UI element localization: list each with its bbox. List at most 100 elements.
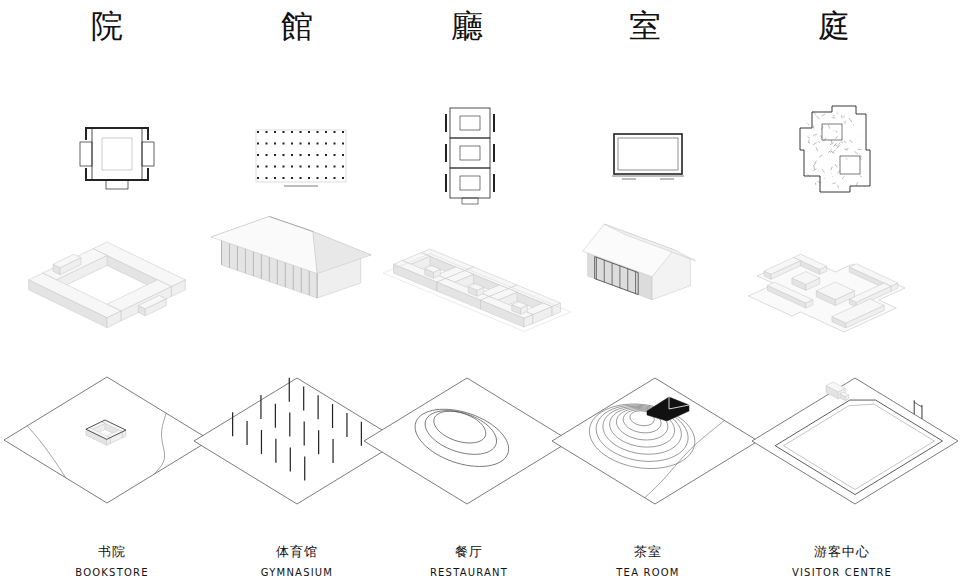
model-roof (604, 224, 695, 261)
floor-plans (80, 106, 870, 204)
site-plate (552, 378, 758, 504)
plan-hatch (822, 169, 825, 173)
column-dot (317, 131, 319, 133)
column-dot (291, 166, 293, 168)
site-building (647, 397, 689, 421)
building-name-en: GYMNASIUM (261, 567, 333, 578)
column-dot (342, 143, 344, 145)
plan-wing (142, 142, 154, 166)
column-dot (342, 177, 344, 179)
column-dot (274, 143, 276, 145)
plan-hatch (849, 140, 852, 142)
model-column (269, 256, 270, 282)
plan-module (450, 168, 490, 198)
plan-hatch (860, 176, 862, 177)
model-wing (832, 299, 884, 323)
seal-character: 廳 (451, 9, 483, 44)
axonometric-models (29, 217, 905, 333)
column-dot (266, 154, 268, 156)
column-dot (274, 177, 276, 179)
plan-hatch (833, 130, 835, 131)
building-name-zh: 体育馆 (276, 545, 318, 559)
model-mullion (635, 272, 636, 294)
column-dot (283, 131, 285, 133)
plan-hatch (841, 115, 843, 118)
building-name-zh: 游客中心 (814, 545, 870, 559)
column-dot (334, 143, 336, 145)
plan-step (660, 179, 674, 180)
plan-wall (445, 144, 447, 162)
site-plate (752, 378, 958, 504)
plan-hatch (819, 155, 822, 157)
site-post (304, 456, 305, 480)
model-column (253, 250, 254, 276)
plan-step (622, 179, 636, 180)
model-wing (437, 279, 489, 301)
plan-hatch (833, 115, 835, 116)
model-pavilion (425, 266, 441, 273)
model-mullion (596, 257, 597, 279)
column-dot (266, 131, 268, 133)
plan-hatch (834, 143, 837, 146)
site-boundary (783, 404, 934, 489)
plan-hatch (823, 178, 825, 180)
model-wing (481, 297, 533, 319)
column-dot (334, 154, 336, 156)
column-dot (274, 131, 276, 133)
plan-hatch (837, 113, 838, 114)
column-dot (300, 131, 302, 133)
model-wing (29, 273, 121, 318)
column-dot (257, 131, 259, 133)
site-post (232, 412, 233, 436)
column-dot (342, 154, 344, 156)
tearoom-model (583, 224, 696, 300)
column-dot (300, 154, 302, 156)
plan-courtyard (102, 138, 132, 170)
column-dot (300, 166, 302, 168)
plan-hatch (815, 161, 817, 163)
site-plate (364, 378, 570, 504)
building-name-en: BOOKSTORE (75, 567, 148, 578)
building-name-en: TEA ROOM (616, 567, 679, 578)
plan-hatch (822, 114, 826, 116)
site-post (260, 395, 261, 419)
plan-hatch (835, 136, 838, 138)
plan-hatch (807, 123, 809, 125)
plan-hatch (846, 158, 848, 159)
gymnasium-site (233, 378, 362, 481)
plan-hatch (831, 140, 832, 143)
site-plate (364, 378, 570, 504)
model-column (245, 247, 246, 273)
plan-hatch (813, 134, 817, 136)
restaurant-plan (446, 108, 494, 204)
plan-wall (445, 114, 447, 132)
plan-hatch (828, 149, 831, 152)
plan-hatch (860, 136, 861, 137)
plan-hatch (831, 173, 832, 174)
building-name-zh: 茶室 (634, 545, 662, 559)
column-dot (325, 166, 327, 168)
model-base (748, 256, 905, 332)
plan-module (450, 108, 490, 138)
plan-hatch (833, 182, 836, 184)
plan-hatch (844, 141, 846, 143)
column-dot (257, 177, 259, 179)
column-dot (291, 154, 293, 156)
plan-porch (106, 180, 128, 189)
column-dot (325, 131, 327, 133)
site-post (332, 439, 333, 463)
seal-character: 院 (91, 9, 123, 44)
plan-hatch (836, 131, 837, 133)
plan-hatch (838, 185, 839, 188)
plan-hatch (823, 138, 826, 141)
column-dot (257, 166, 259, 168)
site-building (826, 382, 845, 392)
plan-wing (80, 142, 92, 166)
model-column (317, 272, 318, 298)
plan-hatch (832, 150, 835, 153)
restaurant-site (415, 409, 509, 466)
plan-hatch (858, 149, 862, 151)
model-wing (43, 249, 107, 280)
plan-hatch (844, 149, 847, 150)
plan-hatch (813, 125, 814, 128)
